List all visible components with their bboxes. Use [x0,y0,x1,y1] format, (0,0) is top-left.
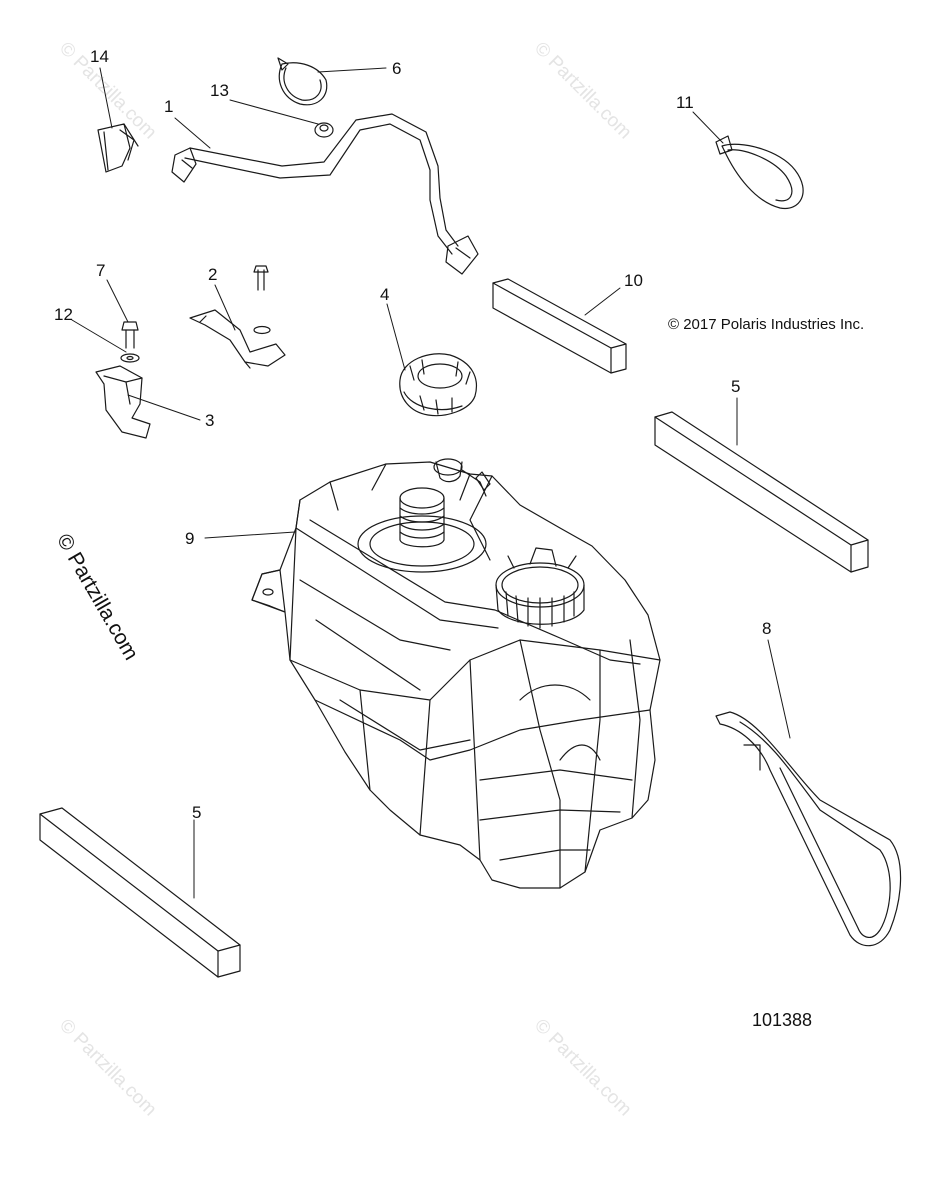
callout-11: 11 [676,93,694,112]
callout-10: 10 [624,271,643,290]
callout-5-right: 5 [731,377,741,396]
part-4-fuel-cap [399,353,477,417]
callout-3: 3 [205,411,215,430]
part-8-hose [715,711,902,947]
callout-4: 4 [380,285,390,304]
part-7-bolt [121,321,139,349]
part-6-strap [277,57,328,106]
part-13-grommet [314,122,334,138]
figure-number: 101388 [752,1010,813,1030]
part-5-foam-pad-right [654,411,869,573]
callout-5-left: 5 [192,803,202,822]
part-2-bracket [189,265,286,369]
callout-7: 7 [96,261,106,280]
callout-2: 2 [208,265,218,284]
callout-14: 14 [90,47,109,66]
part-1-vent-hose [171,113,479,275]
part-12-washer [120,353,140,363]
callout-6: 6 [392,59,402,78]
copyright-notice: © 2017 Polaris Industries Inc. [668,316,865,333]
part-5-foam-pad-left [39,807,241,978]
part-14-clip [97,123,139,173]
callout-9: 9 [185,529,195,548]
callout-13: 13 [210,81,229,100]
part-11-strap [715,135,804,210]
part-9-fuel-tank [251,458,661,889]
leader-lines [71,67,791,899]
part-3-bracket [95,365,151,439]
callout-12: 12 [54,305,73,324]
part-10-foam-pad [492,278,627,374]
callout-8: 8 [762,619,772,638]
callout-1: 1 [164,97,174,116]
